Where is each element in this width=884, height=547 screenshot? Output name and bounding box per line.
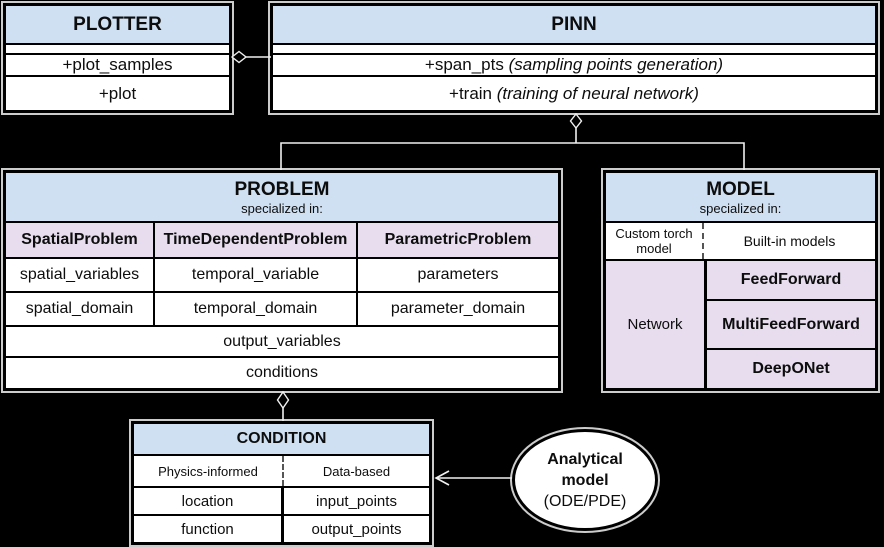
open-arrow-icon	[434, 470, 450, 486]
subclass-time-dependent-problem: TimeDependentProblem	[155, 223, 358, 257]
attr-location: location	[134, 488, 284, 514]
method-name: +span_pts	[424, 55, 504, 74]
attr-temporal-domain: temporal_domain	[155, 293, 358, 325]
attr-parameter-domain: parameter_domain	[390, 300, 526, 317]
model-deeponet: DeepONet	[707, 350, 875, 388]
attr-temporal-variable: temporal_variable	[155, 259, 358, 291]
network-cell: Network	[606, 261, 707, 388]
model-class-box: MODEL specialized in: Custom torch model…	[603, 170, 878, 391]
problem-attr-row-2: spatial_domain temporal_domain parameter…	[6, 293, 558, 327]
condition-kind-row: Physics-informed Data-based	[134, 456, 429, 488]
builtin-models-column: FeedForward MultiFeedForward DeepONet	[707, 261, 875, 388]
custom-torch-model-header: Custom torch model	[606, 223, 704, 259]
method-note: (sampling points generation)	[508, 55, 724, 74]
aggregation-diamond-icon	[276, 390, 290, 410]
model-body: Network FeedForward MultiFeedForward Dee…	[606, 261, 875, 388]
model-title: MODEL	[706, 178, 775, 200]
analytical-model-line2: model	[561, 471, 609, 489]
analytical-model-ellipse: Analytical model (ODE/PDE)	[512, 429, 658, 531]
problem-title: PROBLEM	[234, 178, 330, 200]
subclass-parametric-problem: ParametricProblem	[358, 223, 558, 257]
pinn-children-connector	[280, 112, 745, 170]
attr-spatial-variables: spatial_variables	[6, 259, 155, 291]
aggregation-diamond-icon	[569, 112, 583, 130]
physics-informed-header: Physics-informed	[134, 456, 284, 486]
aggregation-diamond-icon	[230, 50, 248, 64]
method-name: +train	[449, 83, 493, 103]
condition-title: CONDITION	[134, 424, 429, 456]
pinn-method-span-pts: +span_pts (sampling points generation)	[273, 55, 875, 77]
analytical-model-line1: Analytical	[547, 450, 623, 468]
condition-attr-row-1: location input_points	[134, 488, 429, 516]
analytical-model-line3: (ODE/PDE)	[543, 492, 627, 510]
problem-subclass-row: SpatialProblem TimeDependentProblem Para…	[6, 223, 558, 259]
pinn-method-train: +train (training of neural network)	[273, 77, 875, 110]
analytical-condition-arrow	[434, 470, 512, 486]
attr-parameters: parameters	[417, 266, 499, 283]
model-feedforward: FeedForward	[707, 261, 875, 301]
builtin-models-header: Built-in models	[743, 233, 836, 249]
problem-class-box: PROBLEM specialized in: SpatialProblem T…	[3, 170, 561, 391]
problem-header: PROBLEM specialized in:	[6, 173, 558, 223]
attr-spatial-domain: spatial_domain	[6, 293, 155, 325]
plotter-title: PLOTTER	[6, 6, 229, 45]
plotter-attr-plot: +plot	[98, 83, 137, 103]
plotter-attr-plot-samples: +plot_samples	[6, 55, 229, 77]
subclass-spatial-problem: SpatialProblem	[6, 223, 155, 257]
condition-class-box: CONDITION Physics-informed Data-based lo…	[131, 421, 432, 545]
pinn-title: PINN	[273, 6, 875, 45]
plotter-pinn-connector	[230, 50, 271, 64]
model-kind-row: Custom torch model Built-in models	[606, 223, 875, 261]
attr-function: function	[134, 516, 284, 542]
problem-attr-row-1: spatial_variables temporal_variable para…	[6, 259, 558, 293]
plotter-empty-compartment	[6, 45, 229, 55]
data-based-header: Data-based	[322, 463, 391, 479]
attr-output-points: output_points	[311, 520, 402, 538]
problem-subtitle: specialized in:	[241, 200, 323, 216]
pinn-empty-compartment	[273, 45, 875, 55]
attr-input-points: input_points	[316, 492, 397, 510]
method-note: (training of neural network)	[496, 83, 699, 103]
model-multifeedforward: MultiFeedForward	[707, 301, 875, 350]
attr-output-variables: output_variables	[6, 327, 558, 358]
condition-attr-row-2: function output_points	[134, 516, 429, 542]
pinn-class-box: PINN +span_pts (sampling points generati…	[270, 3, 878, 113]
attr-conditions: conditions	[245, 364, 319, 381]
problem-condition-connector	[276, 390, 290, 421]
plotter-class-box: PLOTTER +plot_samples +plot	[3, 3, 232, 113]
model-subtitle: specialized in:	[699, 200, 782, 216]
model-header: MODEL specialized in:	[606, 173, 875, 223]
